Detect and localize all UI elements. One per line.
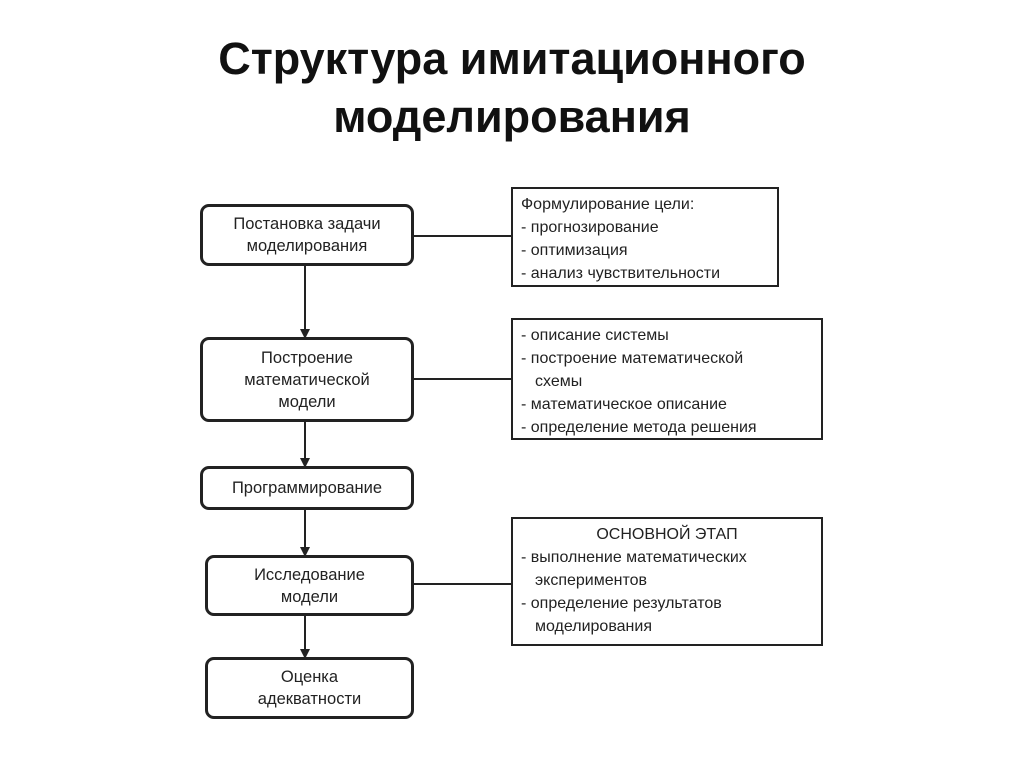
step-line: Исследование <box>254 565 365 584</box>
step-line: модели <box>278 392 336 411</box>
note-line: - построение математической <box>521 350 744 367</box>
step-programming: Программирование <box>200 466 414 510</box>
note-line: экспериментов <box>535 572 648 589</box>
note-line: - математическое описание <box>521 396 727 413</box>
note-goal-formulation: Формулирование цели: - прогнозирование -… <box>511 187 779 287</box>
note-line: - прогнозирование <box>521 219 659 236</box>
title-line-2: моделирования <box>333 91 691 142</box>
step-line: адекватности <box>257 690 362 708</box>
step-line: Программирование <box>231 479 383 497</box>
step-line: моделирования <box>246 237 368 255</box>
step-line: модели <box>280 587 339 606</box>
note-line: - описание системы <box>521 327 669 344</box>
note-line: Формулирование цели: <box>521 196 695 213</box>
note-line: моделирования <box>535 618 652 635</box>
step-model-research: Исследование модели <box>205 555 414 616</box>
step-line: Постановка задачи <box>233 215 381 233</box>
page-title: Структура имитационного моделирования <box>0 30 1024 146</box>
step-math-model: Построение математической модели <box>200 337 414 422</box>
note-line: - анализ чувствительности <box>521 265 721 282</box>
note-main-stage: ОСНОВНОЙ ЭТАП - выполнение математически… <box>511 517 823 646</box>
step-line: Построение <box>261 348 353 367</box>
note-line: схемы <box>535 373 583 390</box>
step-adequacy-check: Оценка адекватности <box>205 657 414 719</box>
step-line: математической <box>244 370 370 389</box>
note-line: - определение метода решения <box>521 419 757 436</box>
note-heading: ОСНОВНОЙ ЭТАП <box>596 526 738 543</box>
note-model-building: - описание системы - построение математи… <box>511 318 823 440</box>
step-problem-statement: Постановка задачи моделирования <box>200 204 414 266</box>
step-line: Оценка <box>280 668 339 686</box>
title-line-1: Структура имитационного <box>218 33 806 84</box>
note-line: - оптимизация <box>521 242 628 259</box>
note-line: - определение результатов <box>521 595 722 612</box>
note-line: - выполнение математических <box>521 549 747 566</box>
